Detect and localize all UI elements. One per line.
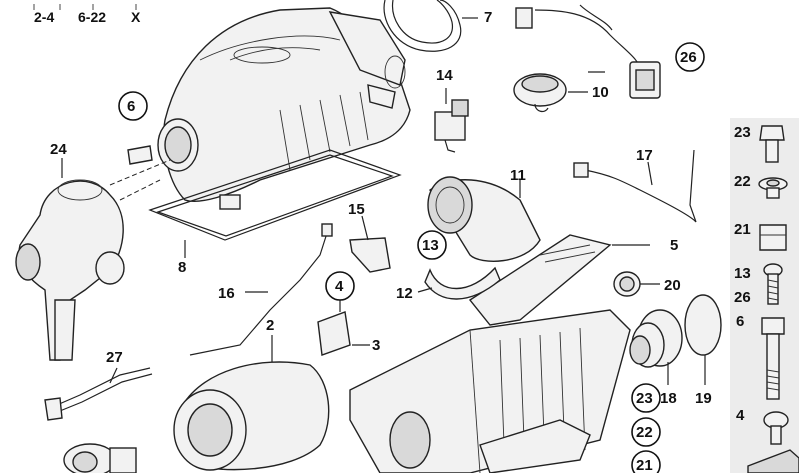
side-label-26: 26	[734, 289, 751, 306]
side-label-22: 22	[734, 173, 751, 190]
label-27: 27	[106, 349, 123, 366]
filter-element-2	[173, 335, 330, 471]
label-23: 23	[636, 390, 653, 407]
throttle-body	[63, 443, 137, 473]
circle-26	[675, 42, 705, 72]
circle-22	[631, 417, 661, 447]
label-13: 13	[422, 237, 439, 254]
circle-13	[417, 230, 447, 260]
label-16: 16	[218, 285, 235, 302]
air-filter-housing-upper	[157, 7, 411, 210]
label-21: 21	[636, 457, 653, 473]
hose-27	[49, 367, 151, 409]
label-11: 11	[510, 167, 526, 184]
label-19: 19	[695, 390, 712, 407]
label-20: 20	[664, 277, 681, 294]
hose-17	[584, 149, 697, 223]
disc-19	[684, 294, 722, 356]
label-4: 4	[335, 278, 344, 295]
label-15: 15	[348, 201, 365, 218]
side-label-23: 23	[734, 124, 751, 141]
clip-3	[317, 311, 351, 356]
fastener-washer-22	[758, 177, 788, 199]
valve-14	[434, 88, 469, 153]
circle-4	[325, 271, 355, 301]
circle-6	[118, 91, 148, 121]
fastener-nut-21	[759, 224, 787, 251]
seal-7	[383, 0, 462, 52]
label-5: 5	[670, 237, 678, 254]
side-label-4: 4	[736, 407, 745, 424]
side-label-13: 13	[734, 265, 751, 282]
label-26: 26	[680, 49, 697, 66]
side-label-6: 6	[736, 313, 744, 330]
intake-duct-24	[15, 158, 161, 361]
label-10: 10	[592, 84, 609, 101]
housing-lid-5	[468, 234, 612, 326]
resonator-11	[427, 176, 541, 262]
header-col3: X	[131, 9, 141, 25]
circle-23	[631, 383, 661, 413]
fastener-screw-4	[763, 411, 789, 445]
clip-6	[127, 145, 153, 165]
header-col2: 6-22	[78, 9, 106, 25]
fastener-bolt-6	[761, 317, 785, 400]
bracket-15	[349, 237, 391, 273]
cap-10	[513, 73, 588, 113]
rod-16	[189, 229, 329, 356]
label-22: 22	[636, 424, 653, 441]
fastener-bolt-23	[759, 125, 785, 163]
header-col1: 2-4	[34, 9, 54, 25]
label-24: 24	[50, 141, 67, 158]
label-14: 14	[436, 67, 453, 84]
label-2: 2	[266, 317, 274, 334]
fastener-screw-13-26	[763, 263, 783, 305]
label-12: 12	[396, 285, 413, 302]
strap-12	[424, 266, 501, 300]
housing-gasket	[148, 149, 402, 241]
side-label-21: 21	[734, 221, 751, 238]
circle-21	[631, 450, 661, 473]
fastener-panel	[730, 118, 799, 473]
label-17: 17	[636, 147, 653, 164]
label-18: 18	[660, 390, 677, 407]
panel-corner-mark	[747, 449, 799, 473]
bellows-18	[629, 309, 683, 385]
label-3: 3	[372, 337, 380, 354]
sensor-harness	[515, 4, 661, 99]
label-7: 7	[484, 9, 492, 26]
label-6: 6	[127, 98, 135, 115]
label-8: 8	[178, 259, 186, 276]
air-filter-housing-lower	[349, 309, 631, 473]
